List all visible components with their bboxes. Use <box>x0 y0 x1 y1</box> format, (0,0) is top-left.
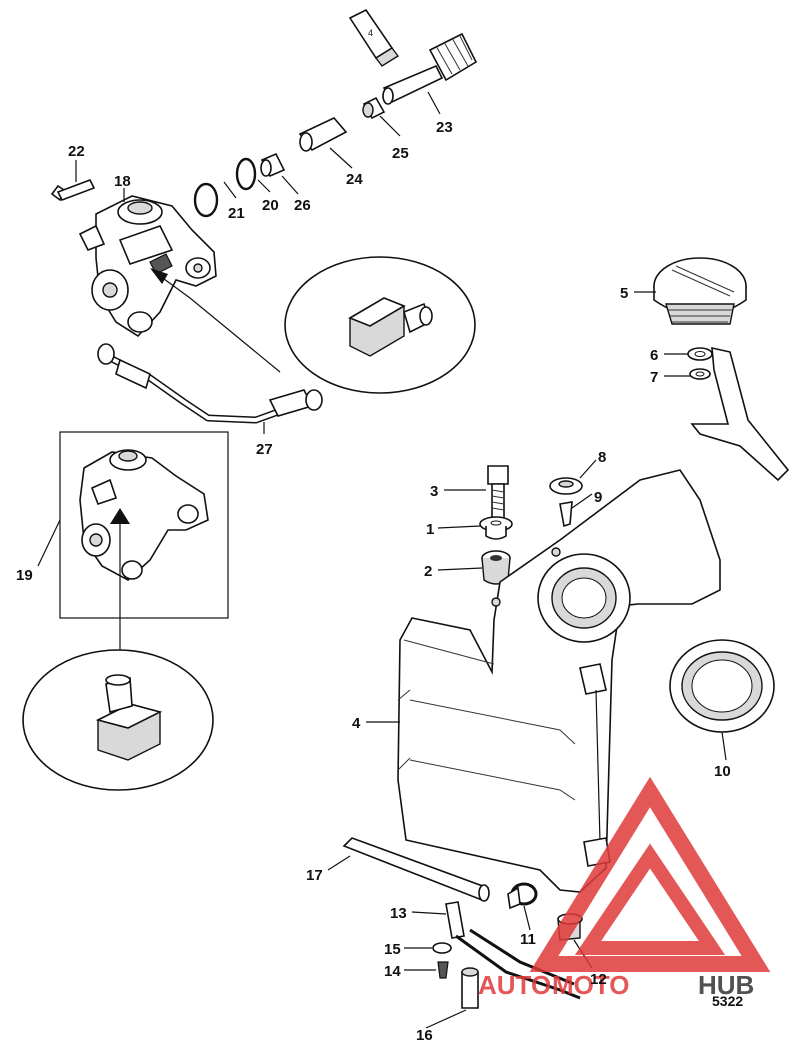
oil-pump-18 <box>78 195 217 338</box>
callout-11: 11 <box>520 931 536 948</box>
watermark-text-moto: MOTO <box>552 970 630 1000</box>
callout-18: 18 <box>114 173 131 190</box>
watermark-logo: AUTO MOTO HUB <box>478 776 771 1000</box>
detail-box-19 <box>59 431 229 652</box>
hose-17 <box>342 837 490 902</box>
callout-7: 7 <box>650 369 658 386</box>
callout-1: 1 <box>426 521 434 538</box>
washer-6 <box>687 347 713 361</box>
washer-8 <box>549 477 583 495</box>
callout-27: 27 <box>256 441 273 458</box>
bushing-25 <box>362 96 386 120</box>
oil-line-27 <box>97 343 323 424</box>
callout-22: 22 <box>68 143 85 160</box>
washer-15 <box>432 942 452 954</box>
callout-10: 10 <box>714 763 731 780</box>
watermark-text-hub: HUB <box>698 970 754 1000</box>
clamp-11 <box>507 882 538 910</box>
diagram-id: 5322 <box>712 993 743 1009</box>
fill-cap-5 <box>653 257 747 325</box>
leader-lines <box>37 91 727 1029</box>
callout-12: 12 <box>590 971 607 988</box>
bolt-22 <box>50 178 96 202</box>
screw-9 <box>559 501 573 528</box>
bushing-26 <box>260 152 286 178</box>
callout-14: 14 <box>384 963 401 980</box>
lubricant-tube: 4 <box>348 8 400 67</box>
callout-15: 15 <box>384 941 401 958</box>
callout-13: 13 <box>390 905 407 922</box>
callout-21: 21 <box>228 205 245 222</box>
callout-6: 6 <box>650 347 658 364</box>
watermark-text-auto: AUTO <box>478 970 551 1000</box>
bracket <box>690 346 790 482</box>
callout-23: 23 <box>436 119 453 136</box>
o-ring-20 <box>235 157 257 191</box>
screw-14 <box>437 961 449 979</box>
sensor-13 <box>445 901 581 1000</box>
tube-marking: 4 <box>368 28 373 38</box>
callout-numbers: 22 18 21 20 26 24 25 23 27 19 5 6 7 3 1 … <box>16 119 743 1044</box>
callout-26: 26 <box>294 197 311 214</box>
detail-circle-upper <box>284 256 476 394</box>
standoff-16 <box>461 967 479 1009</box>
callout-8: 8 <box>598 449 606 466</box>
callout-20: 20 <box>262 197 279 214</box>
callout-2: 2 <box>424 563 432 580</box>
callout-4: 4 <box>352 715 361 732</box>
o-ring-21 <box>193 182 219 218</box>
callout-16: 16 <box>416 1027 433 1044</box>
bushing-24 <box>298 117 348 152</box>
drive-shaft-23 <box>382 32 478 105</box>
callout-9: 9 <box>594 489 602 506</box>
seal-10 <box>669 639 775 733</box>
watermark-triangle-inner <box>574 843 726 955</box>
callout-17: 17 <box>306 867 323 884</box>
callout-3: 3 <box>430 483 438 500</box>
grommet-1 <box>479 516 513 540</box>
callout-5: 5 <box>620 285 628 302</box>
callout-24: 24 <box>346 171 363 188</box>
detail-circle-lower <box>22 649 214 791</box>
callout-19: 19 <box>16 567 33 584</box>
callout-25: 25 <box>392 145 409 162</box>
bolt-3 <box>487 465 509 519</box>
grommet-2 <box>481 550 511 585</box>
washer-7 <box>689 368 711 380</box>
watermark-triangle-outer <box>529 776 771 972</box>
